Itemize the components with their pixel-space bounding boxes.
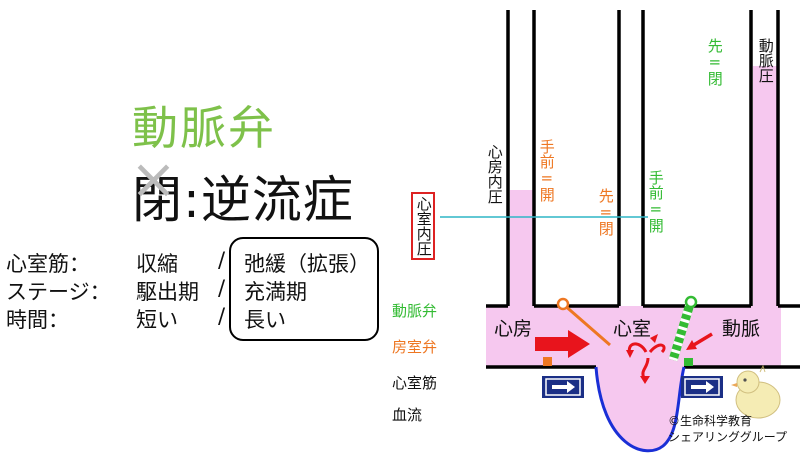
row-sep-stage: / [218, 276, 226, 300]
ventricle-muscle-wall [594, 366, 686, 453]
row-left-stage: 駆出期 [136, 280, 199, 304]
row-sep-time: / [218, 304, 226, 328]
blood-fill [486, 66, 781, 450]
ventricular-pressure-label: 心室内圧 [411, 192, 435, 260]
row-label-muscle: 心室筋： [6, 252, 90, 276]
copyright-line2: シェアリンググループ [668, 430, 788, 444]
chamber-walls [486, 10, 800, 369]
diagram-subtitle: 閉 × :逆流症 [130, 152, 354, 232]
muscle-arrow-box-left [542, 376, 584, 398]
row-left-time: 短い [136, 308, 178, 332]
blood-flow-arrows [535, 330, 713, 384]
row-sep-muscle: / [218, 248, 226, 272]
row-left-muscle: 収縮 [136, 252, 178, 276]
arterial-valve-proximal-state: 手前=開 [646, 170, 665, 233]
ventricle-label: 心室 [613, 318, 652, 340]
av-valve-proximal-state: 手前=開 [537, 139, 556, 202]
row-right-muscle: 弛緩（拡張） [244, 252, 370, 276]
row-right-stage: 充満期 [244, 280, 307, 304]
copyright-line1: ©生命科学教育 [668, 414, 753, 428]
legend-blood-flow: 血流 [392, 406, 423, 424]
av-valve-distal-state: 先=閉 [596, 188, 615, 236]
legend-av-valve: 房室弁 [392, 338, 438, 356]
row-label-stage: ステージ： [6, 280, 111, 304]
arterial-pressure-label: 動脈圧 [756, 38, 775, 83]
arterial-valve-distal-state: 先=閉 [705, 38, 724, 86]
closed-char: 閉 [132, 171, 183, 229]
artery-label: 動脈 [722, 318, 761, 340]
muscle-arrow-box-right [681, 376, 723, 398]
chick-mascot-icon [731, 364, 781, 419]
legend-arterial-valve: 動脈弁 [392, 302, 438, 320]
diagram-title: 動脈弁 [132, 101, 276, 155]
subtitle-rest: :逆流症 [183, 171, 354, 229]
atrium-label: 心房 [494, 318, 533, 340]
relaxation-highlight-box [229, 237, 379, 341]
av-valve [543, 297, 611, 366]
arterial-valve [668, 295, 698, 366]
row-label-time: 時間： [6, 308, 69, 332]
legend-ventricular-muscle: 心室筋 [392, 374, 438, 392]
row-right-time: 長い [244, 308, 286, 332]
atrial-pressure-label: 心房内圧 [485, 144, 504, 204]
